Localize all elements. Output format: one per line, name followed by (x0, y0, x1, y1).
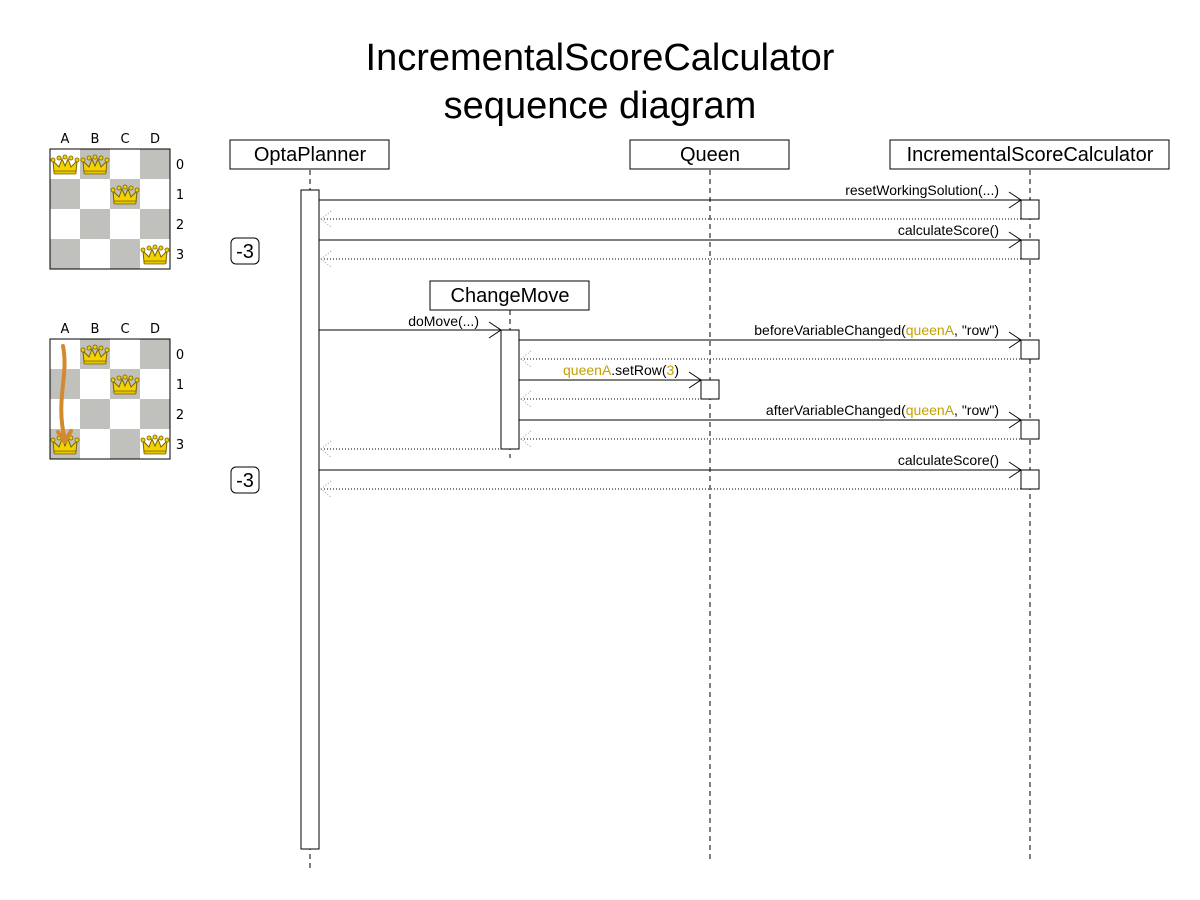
return-calculate-score-1 (320, 250, 1021, 268)
move-arrow (59, 344, 67, 442)
message-before-variable-changed: beforeVariableChanged(queenA, "row") (519, 322, 1022, 349)
board-square (140, 369, 170, 399)
board-square (50, 239, 80, 269)
message-after-label: afterVariableChanged(queenA, "row") (766, 402, 999, 418)
board-square (140, 179, 170, 209)
message-do-move: doMove(...) (319, 313, 502, 339)
board-column-label: D (150, 132, 160, 147)
board-row-label: 1 (176, 188, 184, 203)
actor-calculator[interactable]: IncrementalScoreCalculator (889, 139, 1170, 170)
actor-queen[interactable]: Queen (629, 139, 790, 170)
board-row-label: 3 (176, 438, 184, 453)
board-border (49, 148, 171, 270)
board-column-label: B (91, 322, 100, 337)
move-arrow-head (56, 429, 73, 444)
board-column-label: D (150, 322, 160, 337)
score-badge-1: -3 (230, 237, 260, 265)
board-square (140, 149, 170, 179)
board-square (110, 429, 140, 459)
board-column-label: C (120, 322, 129, 337)
board-column-label: B (91, 132, 100, 147)
calculator-activation-5 (1020, 469, 1040, 490)
actor-calculator-label: IncrementalScoreCalculator (907, 144, 1154, 166)
calculator-activation-1 (1020, 199, 1040, 220)
board-square (80, 399, 110, 429)
return-do-move (320, 440, 501, 458)
board-square (80, 179, 110, 209)
board-column-label: A (61, 322, 70, 337)
message-setrow-label: queenA.setRow(3) (563, 362, 679, 378)
board-square (50, 209, 80, 239)
board-square (80, 369, 110, 399)
return-before-variable-changed (520, 350, 1021, 368)
board-border (49, 338, 171, 460)
board-square (80, 429, 110, 459)
score-value-2: -3 (236, 470, 254, 492)
calculator-activation-3 (1020, 339, 1040, 360)
message-calculate-score-2: calculateScore() (319, 452, 1022, 479)
board-row-label: 2 (176, 218, 184, 233)
queen-activation (700, 379, 720, 400)
changemove-activation (500, 329, 520, 450)
actor-changemove-label: ChangeMove (451, 285, 570, 307)
board-column-label: A (61, 132, 70, 147)
calculator-activation-4 (1020, 419, 1040, 440)
actor-queen-label: Queen (680, 144, 740, 166)
highlight-row-value: 3 (667, 362, 675, 378)
highlight-queenA: queenA (906, 322, 955, 338)
actor-changemove[interactable]: ChangeMove (429, 280, 590, 311)
return-set-row (520, 390, 701, 408)
highlight-queenA: queenA (563, 362, 612, 378)
board-row-label: 0 (176, 348, 184, 363)
message-reset-label: resetWorkingSolution(...) (845, 182, 999, 198)
actor-optaplanner-label: OptaPlanner (254, 144, 367, 166)
calculator-activation-2 (1020, 239, 1040, 260)
chessboard-after: A B C D 0 1 2 3 (49, 322, 184, 460)
board-square (140, 399, 170, 429)
message-calc1-label: calculateScore() (898, 222, 999, 238)
message-domove-label: doMove(...) (408, 313, 479, 329)
return-calculate-score-2 (320, 480, 1021, 498)
board-row-label: 0 (176, 158, 184, 173)
board-row-label: 1 (176, 378, 184, 393)
board-row-label: 2 (176, 408, 184, 423)
actor-optaplanner[interactable]: OptaPlanner (229, 139, 390, 170)
highlight-queenA: queenA (906, 402, 955, 418)
message-calculate-score-1: calculateScore() (319, 222, 1022, 249)
score-badge-2: -3 (230, 466, 260, 494)
optaplanner-activation (300, 189, 320, 850)
board-square (110, 239, 140, 269)
message-reset-working-solution: resetWorkingSolution(...) (319, 182, 1022, 209)
board-square (110, 209, 140, 239)
board-square (110, 149, 140, 179)
board-square (80, 209, 110, 239)
diagram-title-line2: sequence diagram (444, 85, 757, 127)
return-reset (320, 210, 1021, 228)
board-square (50, 179, 80, 209)
message-set-row: queenA.setRow(3) (519, 362, 702, 389)
board-square (140, 209, 170, 239)
message-before-label: beforeVariableChanged(queenA, "row") (754, 322, 999, 338)
board-square (80, 239, 110, 269)
diagram-title-line1: IncrementalScoreCalculator (366, 37, 835, 79)
board-row-label: 3 (176, 248, 184, 263)
score-value-1: -3 (236, 241, 254, 263)
board-column-label: C (120, 132, 129, 147)
board-square (50, 399, 80, 429)
board-square (110, 339, 140, 369)
message-after-variable-changed: afterVariableChanged(queenA, "row") (519, 402, 1022, 429)
message-calc2-label: calculateScore() (898, 452, 999, 468)
chessboard-before: A B C D 0 1 2 3 (49, 132, 184, 270)
board-square (140, 339, 170, 369)
board-square (110, 399, 140, 429)
return-after-variable-changed (520, 430, 1021, 448)
